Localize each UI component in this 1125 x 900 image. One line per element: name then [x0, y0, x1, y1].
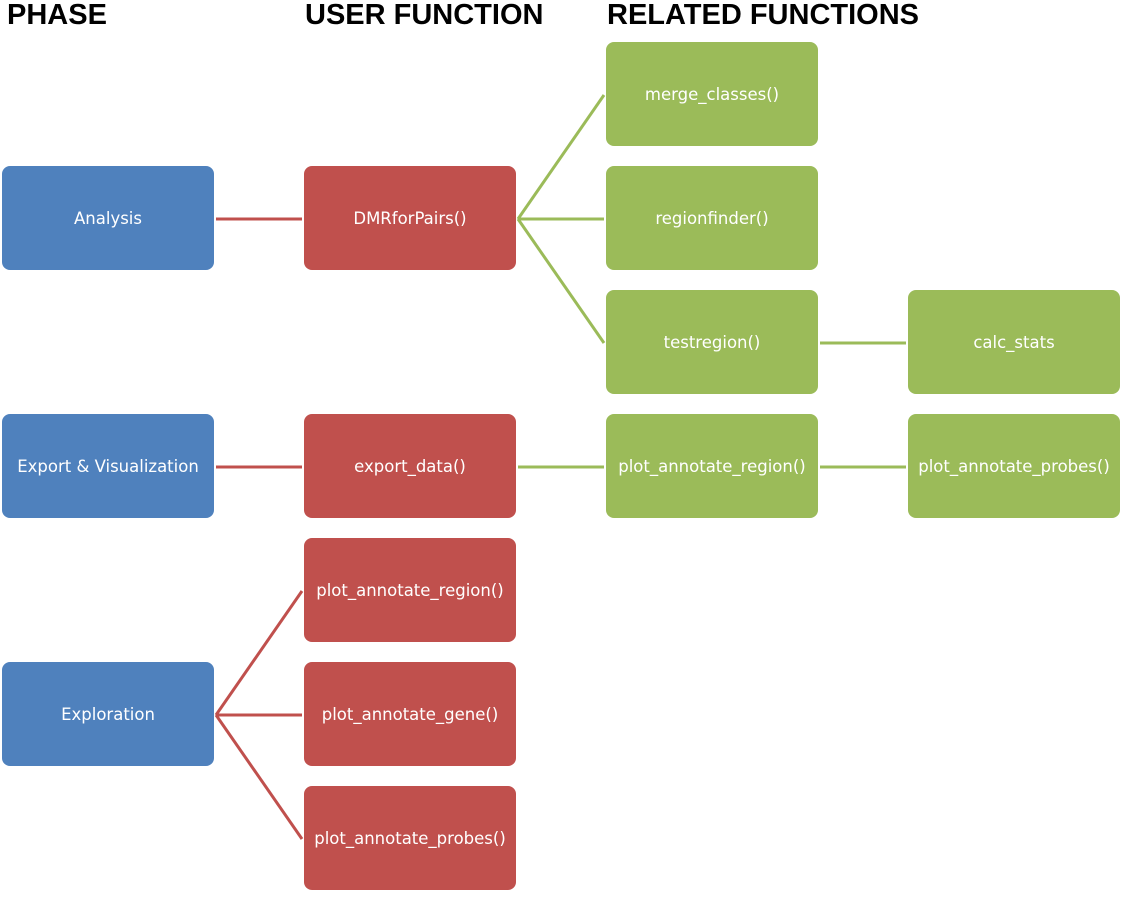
connector-exploration-region [214, 590, 304, 716]
user-function-plot-annotate-region-box: plot_annotate_region() [304, 538, 516, 642]
user-function-plot-annotate-gene-label: plot_annotate_gene() [321, 704, 499, 724]
related-plot-annotate-region-box: plot_annotate_region() [606, 414, 818, 518]
phase-exploration-label: Exploration [61, 704, 155, 724]
related-testregion-label: testregion() [663, 332, 761, 352]
user-function-plot-annotate-gene-box: plot_annotate_gene() [304, 662, 516, 766]
related-regionfinder-box: regionfinder() [606, 166, 818, 270]
related-plot-annotate-region-label: plot_annotate_region() [618, 456, 806, 476]
user-function-plot-annotate-region-label: plot_annotate_region() [316, 580, 504, 600]
related-calc-stats-label: calc_stats [973, 332, 1055, 352]
related-merge-classes-label: merge_classes() [644, 84, 780, 104]
related-functions-heading: RELATED FUNCTIONS [607, 0, 920, 31]
related-plot-annotate-probes-box: plot_annotate_probes() [908, 414, 1120, 518]
related-testregion-box: testregion() [606, 290, 818, 394]
user-function-heading: USER FUNCTION [305, 0, 544, 31]
phase-exploration-box: Exploration [2, 662, 214, 766]
phase-analysis-box: Analysis [2, 166, 214, 270]
related-calc-stats-box: calc_stats [908, 290, 1120, 394]
user-function-export-data-label: export_data() [354, 456, 466, 476]
user-function-dmrforpairs-box: DMRforPairs() [304, 166, 516, 270]
user-function-plot-annotate-probes-box: plot_annotate_probes() [304, 786, 516, 890]
related-regionfinder-label: regionfinder() [655, 208, 769, 228]
related-plot-annotate-probes-label: plot_annotate_probes() [918, 456, 1110, 476]
user-function-export-data-box: export_data() [304, 414, 516, 518]
user-function-dmrforpairs-label: DMRforPairs() [353, 208, 467, 228]
connector-exploration-probes [214, 714, 304, 840]
user-function-plot-annotate-probes-label: plot_annotate_probes() [314, 828, 506, 848]
phase-export-box: Export & Visualization [2, 414, 214, 518]
connector-dmr-testregion [516, 218, 606, 344]
phase-heading: PHASE [7, 0, 107, 31]
phase-analysis-label: Analysis [74, 208, 142, 228]
connector-dmr-mergeclasses [516, 94, 606, 220]
related-merge-classes-box: merge_classes() [606, 42, 818, 146]
phase-export-label: Export & Visualization [17, 456, 199, 476]
